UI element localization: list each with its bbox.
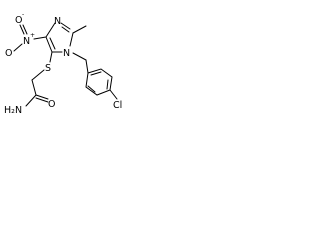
bond-n3-c2-double <box>61 26 70 33</box>
atom-label-amide-nitrogen: H₂N <box>4 105 22 116</box>
nitro-charge-plus: + <box>30 32 35 39</box>
bond-phenyl-cl <box>109 89 118 100</box>
bond-c-n-amide <box>25 94 37 107</box>
bond-c5-s <box>49 51 53 63</box>
atom-label-amide-oxygen: O <box>48 99 55 110</box>
atom-label-n-ring-top: N <box>54 16 61 27</box>
phenyl-double-3 <box>87 85 96 93</box>
bond-c4-n3 <box>45 22 56 38</box>
bond-ch2-co <box>31 79 37 96</box>
bond-n3-c2 <box>60 22 71 30</box>
bond-nitro-o-top-double <box>22 24 28 35</box>
bond-c5-c4 <box>45 36 53 53</box>
bond-c4-nitro <box>33 36 47 40</box>
bond-nitro-o-top <box>19 24 25 35</box>
bond-n1-ch2 <box>72 52 87 61</box>
atom-label-chlorine: Cl <box>113 100 122 111</box>
bond-s-ch2 <box>31 69 45 81</box>
bond-c-o <box>35 94 49 100</box>
atom-label-nitro-o-top: O <box>15 15 22 26</box>
bond-c-o-double <box>35 97 49 103</box>
bond-nitro-o-bottom <box>13 43 23 52</box>
bond-methyl <box>72 25 87 34</box>
bond-ch2-phenyl <box>85 59 89 74</box>
phenyl-ring <box>85 68 113 96</box>
atom-label-nitro-n: N <box>23 36 30 47</box>
atom-label-n-ring-benzyl: N <box>63 48 70 59</box>
nitro-o-charge-minus: - <box>22 11 24 18</box>
atom-label-sulfur: S <box>45 63 51 74</box>
atom-label-nitro-o-bottom: O <box>5 48 12 59</box>
structure-diagram: N N N + O - O S H₂N O Cl <box>4 11 122 116</box>
phenyl-double-2 <box>106 79 109 90</box>
bond-c5-c4-double <box>49 37 56 50</box>
imidazole-ring <box>45 22 74 53</box>
bond-c2-n1 <box>69 32 74 47</box>
phenyl-double-1 <box>90 71 102 76</box>
